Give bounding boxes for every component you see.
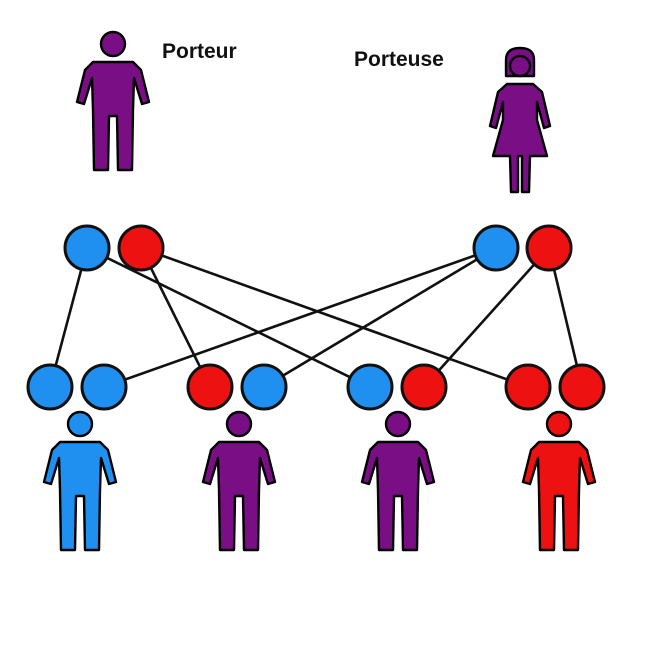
male-carrier-parent-figure bbox=[75, 30, 151, 172]
allele-link bbox=[102, 246, 498, 389]
child-allele-blue bbox=[80, 363, 128, 411]
parent-allele-red bbox=[117, 224, 165, 272]
affected-child-figure bbox=[521, 410, 597, 552]
allele-link bbox=[85, 246, 372, 389]
allele-links bbox=[48, 246, 584, 389]
child-allele-red bbox=[186, 363, 234, 411]
allele-link bbox=[262, 246, 498, 389]
parent-label-porteuse: Porteuse bbox=[354, 48, 444, 71]
allele-link bbox=[422, 246, 551, 389]
parent-allele-blue bbox=[472, 224, 520, 272]
child-allele-blue bbox=[346, 363, 394, 411]
parent-allele-red bbox=[525, 224, 573, 272]
parent-label-porteur: Porteur bbox=[162, 40, 237, 63]
child-allele-red bbox=[558, 363, 606, 411]
allele-link bbox=[48, 246, 89, 389]
healthy-child-figure bbox=[42, 410, 118, 552]
child-allele-blue bbox=[26, 363, 74, 411]
allele-link bbox=[547, 246, 584, 389]
female-carrier-parent-figure bbox=[488, 46, 552, 194]
child-allele-red bbox=[400, 363, 448, 411]
allele-link bbox=[139, 246, 212, 389]
child-alleles bbox=[26, 363, 606, 411]
carrier-child-figure bbox=[360, 410, 436, 552]
carrier-child-figure bbox=[201, 410, 277, 552]
parent-alleles bbox=[63, 224, 573, 272]
child-allele-red bbox=[504, 363, 552, 411]
child-allele-blue bbox=[240, 363, 288, 411]
allele-link bbox=[139, 246, 530, 389]
parent-allele-blue bbox=[63, 224, 111, 272]
